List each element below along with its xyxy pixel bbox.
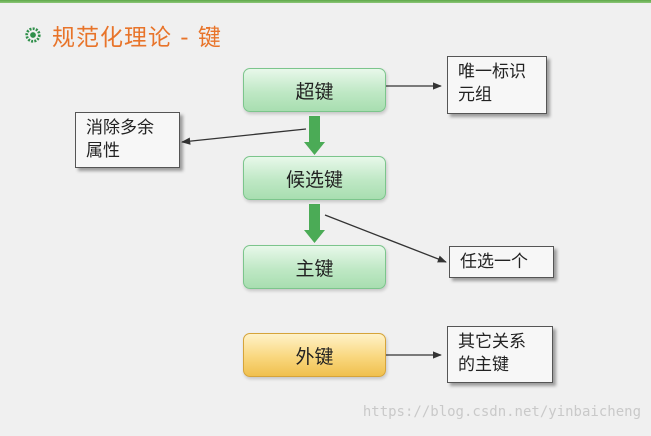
node-candidate-key: 候选键 — [243, 156, 386, 200]
gear-bullet-icon — [25, 27, 41, 43]
watermark: https://blog.csdn.net/yinbaicheng — [362, 404, 641, 420]
note-other-relation-pk-text: 其它关系的主键 — [458, 332, 526, 375]
note-remove-redundant: 消除多余属性 — [75, 112, 180, 168]
down-arrow-1 — [304, 116, 325, 155]
node-foreign-key: 外键 — [243, 333, 386, 377]
node-foreign-key-label: 外键 — [295, 345, 334, 368]
node-primary-key: 主键 — [243, 245, 386, 289]
note-other-relation-pk: 其它关系的主键 — [447, 326, 553, 383]
node-super-key-label: 超键 — [295, 80, 334, 103]
arrow-to-remove-redundant — [181, 128, 307, 145]
note-choose-one-text: 任选一个 — [460, 252, 528, 272]
down-arrow-2 — [304, 204, 325, 243]
note-unique-tuple-text: 唯一标识元组 — [458, 62, 526, 105]
title-text: 规范化理论 - 键 — [52, 25, 222, 51]
note-choose-one: 任选一个 — [449, 246, 554, 278]
top-accent-line — [0, 0, 651, 3]
slide-title: 规范化理论 - 键 — [24, 18, 222, 52]
node-candidate-key-label: 候选键 — [285, 168, 343, 191]
arrow-to-choose-one — [324, 214, 447, 263]
node-primary-key-label: 主键 — [295, 257, 334, 280]
node-super-key: 超键 — [243, 68, 386, 112]
note-remove-redundant-text: 消除多余属性 — [86, 118, 154, 161]
note-unique-tuple: 唯一标识元组 — [447, 56, 547, 114]
